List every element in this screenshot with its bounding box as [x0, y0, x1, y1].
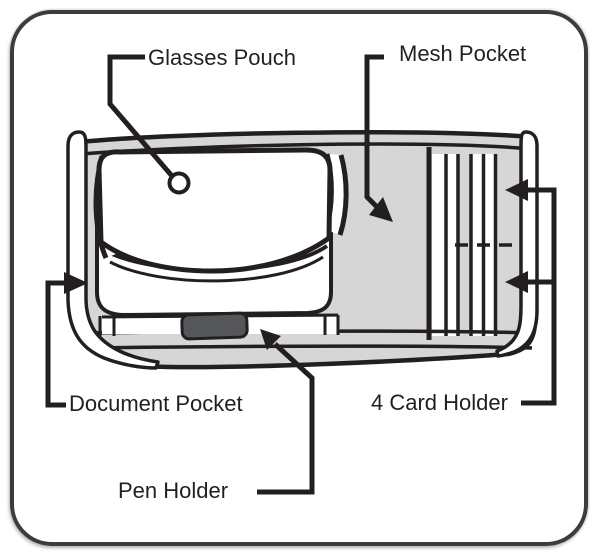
mesh-pocket-arrowhead-icon: [369, 197, 393, 222]
pen-holder-arrowhead-icon: [260, 329, 281, 350]
card-holder-arrowhead-icon: [505, 271, 528, 293]
mesh-pocket-leader: [364, 54, 393, 222]
pen-holder-label: Pen Holder: [118, 478, 229, 503]
pen-band: [98, 311, 340, 341]
document-pocket-leader: [45, 272, 88, 408]
glasses-pouch-leader: [107, 54, 191, 195]
bottom-rail-line-2: [85, 344, 533, 350]
document-pocket-label: Document Pocket: [69, 391, 243, 416]
glasses-pouch-flap: [96, 147, 333, 274]
card-holder-label: 4 Card Holder: [371, 390, 508, 415]
card-holder-arrowhead-icon: [505, 179, 528, 201]
document-pocket-arrowhead-icon: [64, 272, 88, 294]
glasses-pouch-marker-circle: [167, 171, 191, 195]
pen-holder-strip: [180, 311, 249, 341]
card-slots: [426, 147, 524, 340]
mesh-pocket-label: Mesh Pocket: [399, 41, 527, 66]
card-holder-leader: [505, 179, 557, 406]
pen-holder-leader: [257, 329, 315, 495]
rounded-border-frame: [10, 10, 588, 546]
flap-shadow-curve-2: [109, 255, 324, 283]
glasses-pouch-label: Glasses Pouch: [148, 45, 296, 70]
